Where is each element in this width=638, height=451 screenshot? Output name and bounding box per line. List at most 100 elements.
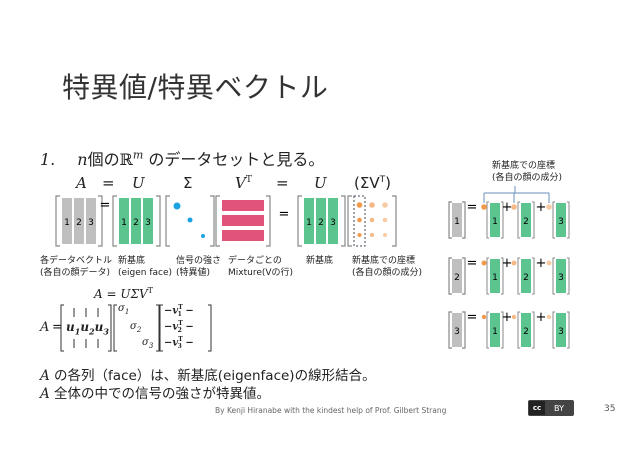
svg-text:3: 3: [558, 327, 564, 337]
svg-text:2: 2: [523, 217, 529, 227]
matrix-VT-bracket-right: [266, 195, 271, 247]
svt-dot-grid: [356, 202, 388, 237]
formula-line-1: A = UΣVT: [94, 286, 153, 301]
step-text-2: のデータセットと見る。: [143, 150, 325, 169]
matrix-Sigma-bracket-right: [210, 195, 215, 247]
svg-text:+: +: [536, 200, 547, 215]
right-row1-gray: [452, 203, 462, 237]
formula-v-row-2: −vT2 −: [164, 320, 194, 335]
matrix-A-col-2: [74, 198, 84, 244]
formula-equals: =: [52, 320, 63, 335]
formula-U-bracket-left: [60, 304, 64, 352]
matrix-U-digit-1: 1: [121, 218, 127, 228]
matrix-A-digit-2: 2: [76, 218, 82, 228]
svt-dot-3-2: [370, 233, 374, 237]
formula-v-row-3: −vT3 −: [164, 336, 194, 351]
eq-equals-1: =: [102, 174, 115, 192]
formula-Sigma-bracket-left: [113, 304, 117, 352]
matrix-A-digit-3: 3: [88, 218, 94, 228]
step-number: 1.: [40, 150, 56, 169]
formula-U-bracket-right: [108, 304, 112, 352]
eq-A: A: [76, 174, 87, 192]
svt-dot-3-3: [383, 233, 387, 237]
eq-SigmaVT: (ΣVT): [354, 174, 391, 192]
label-coords: 新基底での座標(各自の顔の成分): [352, 256, 423, 278]
matrix-U2-bracket-right: [341, 195, 346, 247]
step-exp: m: [132, 148, 144, 162]
svt-dot-1-2: [369, 202, 375, 208]
svg-text:+: +: [502, 256, 513, 271]
matrix-A-col-1: [62, 198, 72, 244]
slide-title: 特異値/特異ベクトル: [62, 71, 329, 104]
matrix-U2-col-1: [304, 198, 314, 244]
eq-equals-mid-1: =: [100, 198, 111, 213]
formula-A: A: [40, 320, 50, 335]
svt-column-highlight: [353, 195, 366, 247]
formula-v-row-1: −vT1 −: [164, 304, 194, 319]
right-row2-equals: =: [467, 256, 478, 271]
step-var-n: n: [77, 150, 88, 169]
footer-credit: By Kenji Hiranabe with the kindest help …: [215, 406, 447, 415]
right-row2-num: 2: [454, 273, 460, 283]
matrix-U-digit-2: 2: [133, 218, 139, 228]
eq-V: VT: [235, 174, 252, 192]
matrix-U-digit-3: 3: [145, 218, 151, 228]
matrix-SVT-bracket-right: [392, 195, 397, 247]
step-space: ℝ: [119, 150, 133, 169]
formula-sigma-3: σ3: [142, 337, 154, 350]
step-text-1: 個の: [87, 150, 120, 169]
svg-text:3: 3: [558, 217, 564, 227]
matrix-A-bracket-right: [98, 195, 103, 247]
page-number: 35: [604, 404, 616, 414]
sigma-dot-1: [173, 202, 181, 210]
matrix-U2-bracket-left: [297, 195, 302, 247]
eq-U2: U: [314, 174, 327, 192]
matrix-VT-bracket-left: [215, 195, 220, 247]
matrix-VT-row-1: [222, 200, 264, 211]
right-coefficient-dots: [481, 204, 552, 320]
svt-dot-1-1: [356, 202, 363, 208]
matrix-A-digit-1: 1: [64, 218, 70, 228]
eq-equals-mid-2: =: [279, 207, 290, 222]
right-row1-bracket-right: [462, 201, 466, 239]
right-green-columns: [490, 203, 566, 347]
matrix-U2-col-3: [328, 198, 338, 244]
caption-line-2: A 全体の中での信号の強さが特異値。: [40, 386, 271, 402]
formula-u-vectors: u1u2u3: [66, 320, 109, 337]
label-new-basis: 新基底(eigen face): [118, 256, 173, 278]
svt-dot-2-1: [357, 217, 362, 223]
matrix-VT-row-3: [222, 230, 264, 241]
label-right-coords: 新基底での座標(各自の顔の成分): [492, 161, 563, 183]
matrix-U-col-1: [119, 198, 129, 244]
svt-dot-1-3: [382, 202, 388, 208]
right-row1-bracket-left: [448, 201, 452, 239]
matrix-U-bracket-right: [156, 195, 161, 247]
svg-text:+: +: [536, 310, 547, 325]
formula-sigma-1: σ1: [118, 303, 130, 316]
step-heading: 1. n個のℝm のデータセットと見る。: [40, 146, 324, 170]
formula-Sigma-bracket-right: [156, 304, 160, 352]
label-new-basis-2: 新基底: [306, 256, 334, 266]
formula-V-bracket-left: [159, 304, 163, 352]
svg-text:+: +: [502, 310, 513, 325]
right-row1-equals: =: [467, 200, 478, 215]
svg-text:+: +: [536, 256, 547, 271]
matrix-U2-digit-2: 2: [318, 218, 324, 228]
label-signal-strength: 信号の強さ(特異値): [176, 256, 222, 278]
matrix-U2-digit-3: 3: [330, 218, 336, 228]
right-row1-num: 1: [454, 217, 460, 227]
matrix-U-bracket-left: [112, 195, 117, 247]
right-row3-gray: [452, 313, 462, 347]
matrix-U-col-3: [143, 198, 153, 244]
matrix-U2-digit-1: 1: [306, 218, 312, 228]
matrix-SVT-bracket-left: [347, 195, 352, 247]
svg-text:1: 1: [492, 327, 498, 337]
svt-dot-2-3: [382, 217, 388, 223]
svg-text:2: 2: [523, 273, 529, 283]
right-row3-bracket-left: [448, 311, 452, 349]
matrix-VT-row-2: [222, 215, 264, 226]
svg-text:1: 1: [492, 217, 498, 227]
